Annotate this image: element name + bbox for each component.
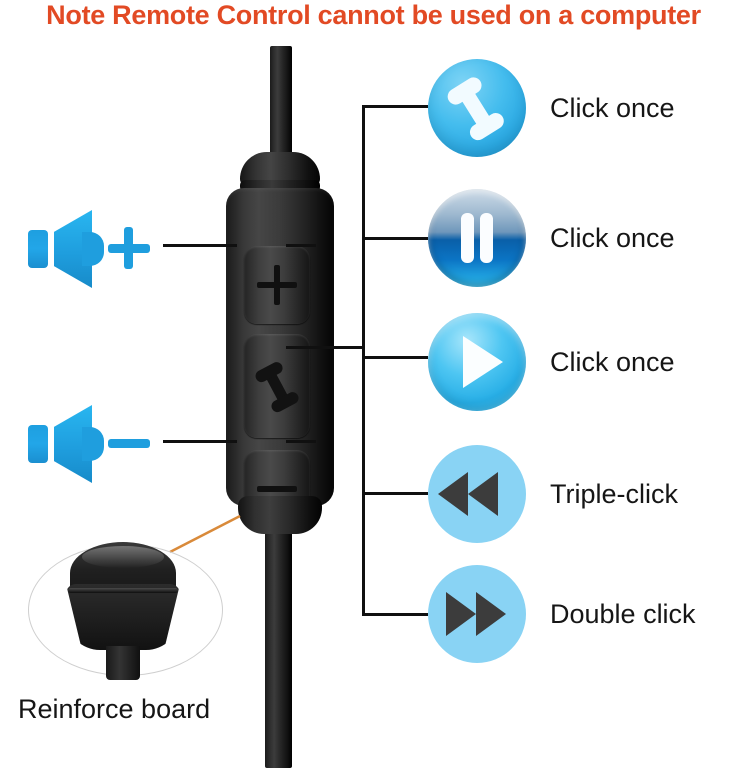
play-triangle: [463, 336, 503, 388]
pointer-line-reinforce-board: [169, 514, 241, 554]
cable-lower: [265, 520, 292, 768]
phone-handset-icon: [255, 362, 299, 413]
rewind-triangle-1: [438, 472, 468, 516]
earbud-body: [66, 584, 180, 650]
pause-icon[interactable]: [428, 189, 526, 287]
module-bottom-cap: [238, 496, 322, 534]
speaker-block: [28, 230, 48, 268]
leader-branch-phone: [362, 105, 428, 108]
earbud-detail: [28, 536, 223, 681]
leader-branch-play: [362, 356, 428, 359]
action-label-forward: Double click: [550, 598, 696, 629]
earbud-seam: [68, 588, 178, 593]
action-row-rewind: Triple-click: [428, 442, 746, 546]
earbud-tip-highlight: [82, 546, 164, 568]
plus-icon-vertical: [124, 227, 133, 269]
action-label-play: Click once: [550, 346, 675, 377]
play-icon[interactable]: [428, 313, 526, 411]
volume-up-speaker-icon: [24, 210, 150, 288]
forward-triangle-2: [476, 592, 506, 636]
leader-line-call-connector: [362, 346, 365, 358]
cable-upper: [270, 46, 292, 164]
pause-bar-left: [461, 213, 474, 263]
action-label-pause: Click once: [550, 222, 675, 253]
rewind-triangle-2: [468, 472, 498, 516]
action-row-play: Click once: [428, 310, 746, 414]
volume-down-speaker-icon: [24, 405, 150, 483]
action-row-call: Click once: [428, 56, 746, 160]
leader-line-volume-down-inner: [286, 440, 316, 443]
leader-line-volume-down-left: [163, 440, 237, 443]
leader-branch-rewind: [362, 492, 428, 495]
page-title: Note Remote Control cannot be used on a …: [46, 0, 701, 30]
minus-icon: [257, 486, 297, 492]
action-row-forward: Double click: [428, 562, 746, 666]
pause-bar-right: [480, 213, 493, 263]
action-label-rewind: Triple-click: [550, 478, 678, 509]
handset-glyph: [434, 65, 519, 150]
earbud-caption: Reinforce board: [18, 694, 211, 724]
rewind-icon[interactable]: [428, 445, 526, 543]
leader-bus-vertical: [362, 105, 365, 615]
minus-icon: [108, 439, 150, 448]
leader-branch-pause: [362, 237, 428, 240]
action-row-pause: Click once: [428, 186, 746, 290]
earbud-stem: [106, 646, 140, 680]
module-body: [226, 188, 334, 528]
forward-triangle-1: [446, 592, 476, 636]
speaker-block: [28, 425, 48, 463]
leader-line-volume-up-left: [163, 244, 237, 247]
phone-call-icon[interactable]: [428, 59, 526, 157]
leader-line-volume-up-inner: [286, 244, 316, 247]
plus-icon-vertical: [274, 265, 280, 305]
speaker-cone-round: [82, 427, 104, 461]
remote-control-module: [226, 152, 334, 540]
speaker-cone-round: [82, 232, 104, 266]
remote-call-button[interactable]: [244, 334, 310, 438]
fast-forward-icon[interactable]: [428, 565, 526, 663]
action-label-call: Click once: [550, 92, 675, 123]
remote-volume-up-button[interactable]: [244, 246, 310, 324]
leader-line-call-right: [286, 346, 364, 349]
leader-branch-forward: [362, 613, 428, 616]
